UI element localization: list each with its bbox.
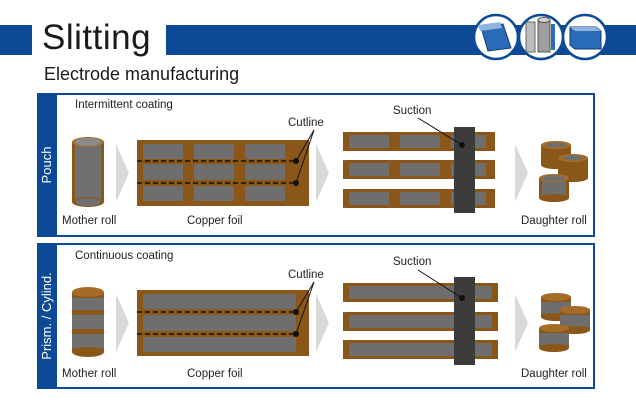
- prismatic-foil-label: Copper foil: [187, 368, 243, 380]
- pouch-coating-label: Intermittent coating: [75, 99, 173, 111]
- pouch-suction-bar: [454, 127, 475, 213]
- prismatic-side-tab: [37, 243, 57, 389]
- pouch-arrow-1: [116, 144, 129, 202]
- pouch-suction-label: Suction: [393, 105, 432, 117]
- prismatic-cutline-label: Cutline: [288, 269, 324, 281]
- pouch-mother-roll: [72, 137, 104, 207]
- header-bar-left: [0, 25, 32, 55]
- prismatic-mother-roll: [72, 287, 104, 357]
- pouch-side-tab: [37, 93, 57, 237]
- pouch-mother-roll-label: Mother roll: [62, 215, 117, 227]
- prismatic-mother-roll-label: Mother roll: [62, 368, 117, 380]
- pouch-copper-foil: [137, 129, 315, 206]
- prismatic-daughter-rolls: [539, 293, 590, 352]
- prismatic-coating-label: Continuous coating: [75, 250, 174, 262]
- page-subtitle: Electrode manufacturing: [44, 64, 240, 84]
- prismatic-arrow-3: [515, 294, 528, 352]
- prismatic-daughter-roll-label: Daughter roll: [521, 368, 587, 380]
- page-title: Slitting: [42, 18, 152, 57]
- pouch-daughter-roll-label: Daughter roll: [521, 215, 587, 227]
- prismatic-suction-bar: [454, 277, 475, 365]
- prismatic-arrow-2: [316, 294, 329, 352]
- pouch-cutline-label: Cutline: [288, 117, 324, 129]
- prismatic-copper-foil: [137, 281, 315, 356]
- pouch-arrow-3: [515, 144, 528, 202]
- prismatic-arrow-1: [116, 294, 129, 352]
- pouch-foil-label: Copper foil: [187, 215, 243, 227]
- prismatic-suction-label: Suction: [393, 256, 432, 268]
- pouch-daughter-rolls: [539, 141, 588, 202]
- pouch-arrow-2: [316, 144, 329, 202]
